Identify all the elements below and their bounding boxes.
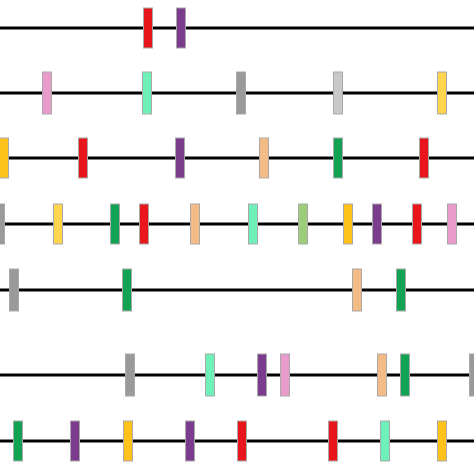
track-marker-orange — [437, 420, 447, 462]
track-marker-mint — [380, 420, 390, 462]
track-marker-green — [13, 420, 23, 462]
track-marker-red — [143, 7, 153, 49]
track-marker-gray — [236, 71, 246, 115]
track-3 — [0, 137, 474, 179]
track-4 — [0, 203, 474, 245]
track-marker-lightgray — [333, 71, 343, 115]
track-marker-pink — [42, 71, 52, 115]
track-marker-mint — [205, 353, 215, 397]
track-1 — [0, 7, 474, 49]
track-marker-green — [396, 268, 406, 312]
track-marker-green — [110, 203, 120, 245]
track-5 — [0, 268, 474, 312]
track-marker-purple — [176, 7, 186, 49]
track-marker-red — [139, 203, 149, 245]
track-marker-red — [328, 420, 338, 462]
track-marker-gray — [125, 353, 135, 397]
track-marker-gray — [0, 203, 5, 245]
track-marker-yellow — [53, 203, 63, 245]
track-marker-peach — [352, 268, 362, 312]
track-marker-mint — [248, 203, 258, 245]
track-marker-purple — [70, 420, 80, 462]
track-marker-peach — [190, 203, 200, 245]
track-marker-red — [412, 203, 422, 245]
track-marker-yellow — [437, 71, 447, 115]
track-marker-orange — [123, 420, 133, 462]
track-7 — [0, 420, 474, 462]
track-marker-olive — [298, 203, 308, 245]
track-marker-orange — [0, 137, 9, 179]
track-marker-peach — [259, 137, 269, 179]
track-6 — [0, 353, 474, 397]
track-marker-mint — [142, 71, 152, 115]
track-marker-red — [78, 137, 88, 179]
track-marker-gray — [469, 353, 474, 397]
track-marker-gray — [9, 268, 19, 312]
track-marker-orange — [343, 203, 353, 245]
track-marker-peach — [377, 353, 387, 397]
track-marker-purple — [175, 137, 185, 179]
track-marker-green — [333, 137, 343, 179]
track-marker-purple — [185, 420, 195, 462]
track-marker-purple — [372, 203, 382, 245]
track-marker-red — [237, 420, 247, 462]
track-2 — [0, 71, 474, 115]
track-marker-purple — [257, 353, 267, 397]
track-marker-pink — [280, 353, 290, 397]
track-marker-green — [400, 353, 410, 397]
track-marker-red — [419, 137, 429, 179]
track-marker-pink — [447, 203, 457, 245]
track-marker-green — [122, 268, 132, 312]
